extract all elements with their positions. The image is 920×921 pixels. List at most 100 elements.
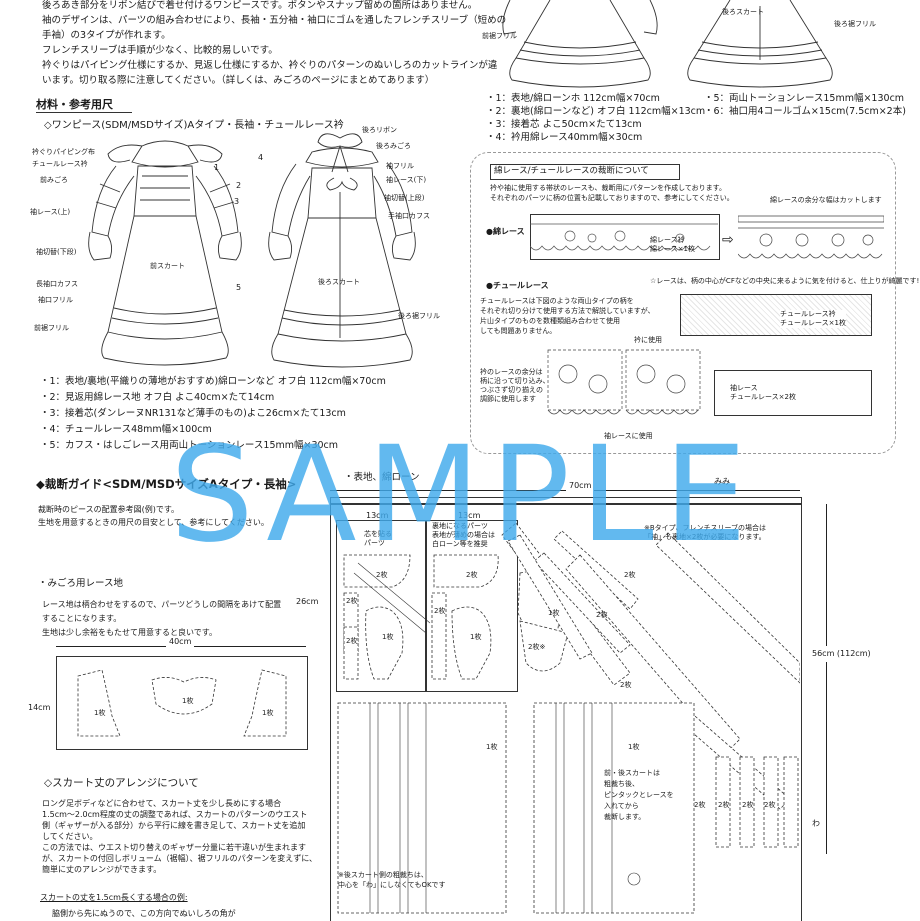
intro-line: 手袖）の3タイプが作れます。: [42, 30, 171, 41]
front-skirt-label: 前スカート: [150, 261, 185, 270]
skirt-arrange-title: ◇スカート丈のアレンジについて: [44, 777, 199, 789]
fabric-label: ・表地、綿ローン: [344, 472, 420, 483]
cotton-lace-heading: ●綿レース: [486, 227, 525, 236]
callout-number: 5: [236, 283, 242, 292]
guide-desc: 裁断時のピースの配置参考図(例)です。: [38, 505, 180, 514]
tulle-lace-note: ☆レースは、柄の中心がCFなどの中央に来るように気を付けると、仕上りが綺麗です!: [650, 277, 920, 285]
sleeve-use-label: 袖レースに使用: [604, 432, 653, 440]
heading-underline: [36, 112, 132, 113]
lace-height-label: 14cm: [28, 703, 51, 712]
intro-text: 後ろあき部分をリボン結びで着せ付けるワンピースです。ボタンやスナップ留めの箇所は…: [42, 0, 507, 88]
lace-piece-count: 1枚: [262, 709, 274, 717]
back-label: 袖レース(下): [386, 176, 427, 184]
piece-count: 2枚: [620, 681, 632, 689]
skirt-arrange-line: してください。: [42, 832, 98, 841]
back-label: 後ろリボン: [362, 126, 397, 134]
tulle-lace-heading: ●チュールレース: [486, 281, 549, 290]
material-item: ・5：カフス・はしごレース用両山トーションレース15mm幅×30cm: [40, 440, 339, 451]
piece-count: 2枚: [694, 801, 706, 809]
b-type-illustrations: [502, 0, 833, 88]
piece-count: 2枚: [624, 571, 636, 579]
back-label: 後ろ裾フリル: [398, 312, 440, 320]
back-dress-illustration: [268, 133, 416, 368]
guide-title: ◆裁断ガイド<SDM/MSDサイズAタイプ・長袖>: [36, 477, 297, 491]
tulle-sleeve-strip: [714, 370, 872, 416]
arrow-icon: ⇨: [722, 232, 734, 248]
skirt-arrange-line: 1.5cm～2.0cm程度の丈の調整であれば、スカートのパターンのウエスト: [42, 810, 308, 819]
fold-label: わ: [812, 819, 820, 828]
material-list: ・1：表地/裏地(平織りの薄地がおすすめ)綿ローンなど オフ白 112cm幅×7…: [40, 374, 386, 454]
callout-number: 2: [236, 181, 242, 190]
lining-label: 裏地になるパーツ 表地が薄めの場合は 白ローン等を推奨: [432, 522, 495, 548]
lace-fabric-area: [56, 656, 308, 750]
sample-watermark: SAMPLE: [170, 418, 757, 572]
front-label: 長袖口カフス: [36, 280, 78, 288]
b-type-list-right: ・5：両山トーションレース15mm幅×130cm ・6：袖口用4コールゴム×15…: [704, 92, 906, 118]
skirt-example-title: スカートの丈を1.5cm長くする場合の例:: [40, 893, 188, 902]
lace-fabric-desc: レース地は柄合わせをするので、パーツどうしの間隔をあけて配置 することになります…: [42, 598, 281, 640]
b-material-item: ・2：裏地(綿ローンなど) オフ白 112cm幅×13cm: [486, 106, 706, 117]
piece-count: 2枚: [346, 637, 358, 645]
tulle-desc-line: しても問題ありません。: [480, 327, 557, 335]
skirt-arrange-line: 側（ギャザーが入る部分）から平行に線を書き足して、スカート丈を追加: [42, 821, 306, 830]
cutting-pieces: [337, 522, 800, 914]
materials-subheading: ◇ワンピース(SDM/MSDサイズ)Aタイプ・長袖・チュールレース衿: [44, 120, 344, 131]
interfacing-area: [336, 520, 426, 692]
piece-count: 1枚: [628, 743, 640, 751]
b-type-list-left: ・1：表地/綿ローンホ 112cm幅×70cm ・2：裏地(綿ローンなど) オフ…: [486, 92, 705, 144]
callout-number: 3: [234, 197, 240, 206]
front-label: チュールレース衿: [32, 160, 88, 168]
piece-count: 2枚: [466, 571, 478, 579]
tulle-cut-note: 衿のレースの余分は 柄に沿って切り込み、 つぶさず切り揃えの 調節に使用します: [480, 368, 550, 403]
piece-count: 1枚: [486, 743, 498, 751]
b-material-item: ・4：衿用綿レース40mm幅×30cm: [486, 132, 643, 143]
lining-area: [426, 520, 518, 692]
tulle-sleeve-label: 袖レース チュールレース×2枚: [730, 384, 796, 401]
selvage-label: みみ: [714, 477, 730, 486]
back-label: 袖切替(上段): [384, 194, 425, 202]
materials-heading: 材料・参考用尺: [36, 98, 113, 111]
tulle-collar-label: チュールレース衿 チュールレース×1枚: [780, 310, 846, 328]
piece-count: 2枚※: [528, 643, 546, 651]
piece-count: 2枚: [376, 571, 388, 579]
back-label: 手袖口カフス: [388, 212, 430, 220]
lace-note-desc: 衿や袖に使用する帯状のレースも、裁断用にパターンを作成しております。: [490, 184, 726, 192]
front-label: 袖切替(下段): [36, 248, 77, 256]
back-label: 後ろスカート: [318, 278, 360, 286]
piece-count: 2枚: [742, 801, 754, 809]
lace-width-label: 40cm: [166, 636, 195, 648]
lace-fabric-pieces: [77, 669, 287, 737]
piece-count: 1枚: [382, 633, 394, 641]
skirt-arrange-line: ロング足ボディなどに合わせて、スカート丈を少し長めにする場合: [42, 799, 282, 808]
piece-count: 2枚: [718, 801, 730, 809]
cotton-lace-piece-label: 綿レース衿 綿レース×1枚: [650, 236, 695, 253]
b-material-item: ・1：表地/綿ローンホ 112cm幅×70cm: [486, 93, 660, 104]
lace-piece-count: 1枚: [182, 697, 194, 705]
back-skirt-note: ※後スカート側の粗裁ちは、 中心を「わ」にしなくてもOKです: [338, 871, 446, 889]
skirt-cut-note: 前・後スカートは 粗裁ち後、 ピンタックとレースを 入れてから 裁断します。: [604, 769, 674, 821]
height-dimension-label: 56cm (112cm): [812, 646, 871, 662]
cotton-lace-cut-result: [738, 215, 884, 259]
material-item: ・1：表地/裏地(平織りの薄地がおすすめ)綿ローンなど オフ白 112cm幅×7…: [40, 376, 386, 387]
skirt-arrange-body: ロング足ボディなどに合わせて、スカート丈を少し長めにする場合 1.5cm～2.0…: [42, 798, 317, 875]
piece-count: 2枚: [346, 597, 358, 605]
lace-note-panel: [470, 152, 896, 454]
front-dress-illustration: 前スカート: [88, 140, 242, 366]
front-label: 袖レース(上): [30, 208, 71, 216]
material-item: ・2：見返用綿レース地 オフ白 よこ40cm×たて14cm: [40, 392, 275, 403]
b-type-sleeve-note: ※Bタイプ、フレンチスリーブの場合は 「袖」も裏地×2枚が必要になります。: [644, 524, 767, 541]
intro-line: 袖のデザインは、パーツの組み合わせにより、長袖・五分袖・袖口にゴムを通したフレン…: [42, 15, 507, 26]
dim-13cm-a: 13cm: [366, 511, 389, 520]
lace-fabric-desc-line: レース地は柄合わせをするので、パーツどうしの間隔をあけて配置: [42, 600, 282, 609]
intro-line: 衿ぐりはパイピング仕様にするか、見返し仕様にするか、衿ぐりのパターンのぬいしろの…: [42, 60, 498, 71]
b-type-label: 前裾フリル: [482, 32, 517, 40]
b-material-item: ・5：両山トーションレース15mm幅×130cm: [704, 93, 905, 104]
front-label: 前裾フリル: [34, 324, 69, 332]
width-dimension-label: 70cm: [566, 480, 595, 492]
b-type-label: 後ろスカート: [722, 8, 764, 16]
skirt-arrange-line: この方法では、ウエスト切り替えのギャザー分量に若干違いが生まれます: [42, 843, 306, 852]
material-item: ・4：チュールレース48mm幅×100cm: [40, 424, 212, 435]
piece-count: 1枚: [548, 609, 560, 617]
intro-line: 後ろあき部分をリボン結びで着せ付けるワンピースです。ボタンやスナップ留めの箇所は…: [42, 0, 478, 11]
intro-line: フレンチスリーブは手順が少なく、比較的易しいです。: [42, 45, 278, 56]
